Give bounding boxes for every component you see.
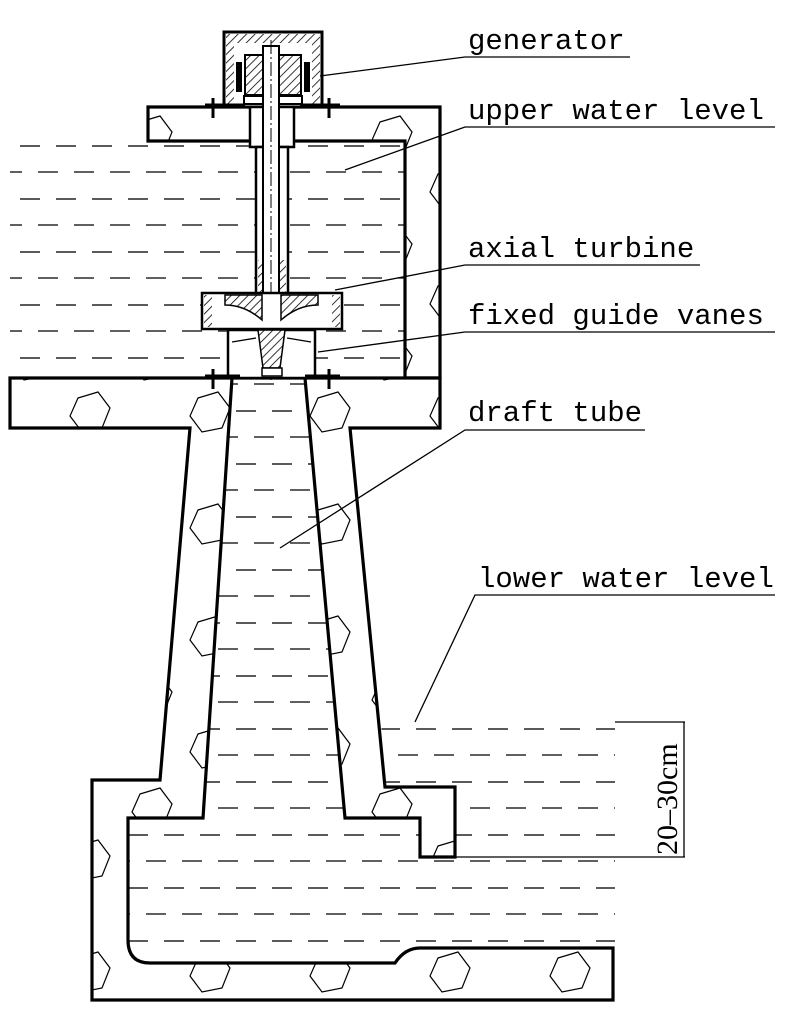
dimension-label: 20–30cm	[651, 743, 684, 855]
leader-lines	[279, 56, 775, 723]
upper-reservoir-water	[10, 141, 405, 378]
draft-tube-water	[128, 378, 615, 963]
fixed-guide-vanes	[226, 328, 317, 380]
concrete-base-and-draft-tube-walls	[8, 376, 615, 1002]
label-axial-turbine: axial turbine	[468, 233, 694, 266]
label-upper-water-level: upper water level	[468, 95, 764, 128]
label-generator: generator	[468, 25, 625, 58]
anchor-bolts	[205, 98, 340, 389]
label-fixed-guide-vanes: fixed guide vanes	[468, 300, 764, 333]
depth-dimension	[455, 721, 685, 858]
label-lower-water-level: lower water level	[478, 563, 774, 596]
axial-turbine	[200, 291, 344, 331]
label-draft-tube: draft tube	[468, 397, 642, 430]
